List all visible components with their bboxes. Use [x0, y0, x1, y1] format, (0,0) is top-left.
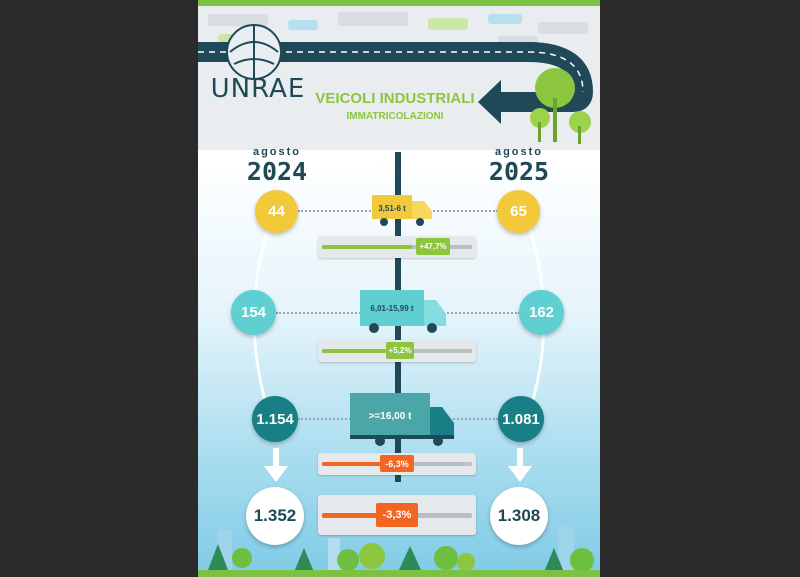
row3-value-2025: 1.081: [498, 396, 544, 442]
right-month: agosto: [494, 146, 544, 158]
unrae-logo-text: UNRAE: [210, 74, 306, 104]
total-change-badge: -3,3%: [376, 503, 418, 527]
heavy-truck-icon: [350, 393, 454, 446]
row1-change-fill: [322, 245, 412, 249]
bottom-landscape: [198, 526, 600, 577]
map-strip: [198, 0, 600, 150]
row2-change-fill: [322, 349, 386, 353]
row2-value-2024: 154: [231, 290, 276, 335]
unrae-logo-mark: [226, 24, 282, 80]
small-truck-icon: [372, 195, 432, 226]
row3-value-2024: 1.154: [252, 396, 298, 442]
row2-value-2025: 162: [519, 290, 564, 335]
page-subtitle: IMMATRICOLAZIONI: [346, 111, 444, 122]
medium-truck-icon: [360, 290, 446, 333]
left-month: agosto: [252, 146, 302, 158]
row3-change-badge: -6,3%: [380, 455, 414, 472]
total-value-2024: 1.352: [246, 487, 304, 545]
center-pole: [252, 152, 546, 482]
row2-change-badge: +5,2%: [386, 342, 414, 359]
row1-change-badge: +47,7%: [416, 238, 450, 255]
infographic: UNRAE VEICOLI INDUSTRIALI IMMATRICOLAZIO…: [198, 0, 600, 577]
row1-value-2025: 65: [497, 190, 540, 233]
right-year: 2025: [488, 157, 550, 186]
row3-change-fill: [322, 462, 386, 466]
row1-value-2024: 44: [255, 190, 298, 233]
page-title: VEICOLI INDUSTRIALI: [315, 90, 475, 107]
row1-category: 3,51-6 t: [378, 203, 406, 213]
row3-category: >=16,00 t: [368, 410, 412, 422]
left-year: 2024: [246, 157, 308, 186]
row2-category: 6,01-15,99 t: [370, 303, 414, 313]
total-change-fill: [322, 513, 392, 518]
total-value-2025: 1.308: [490, 487, 548, 545]
